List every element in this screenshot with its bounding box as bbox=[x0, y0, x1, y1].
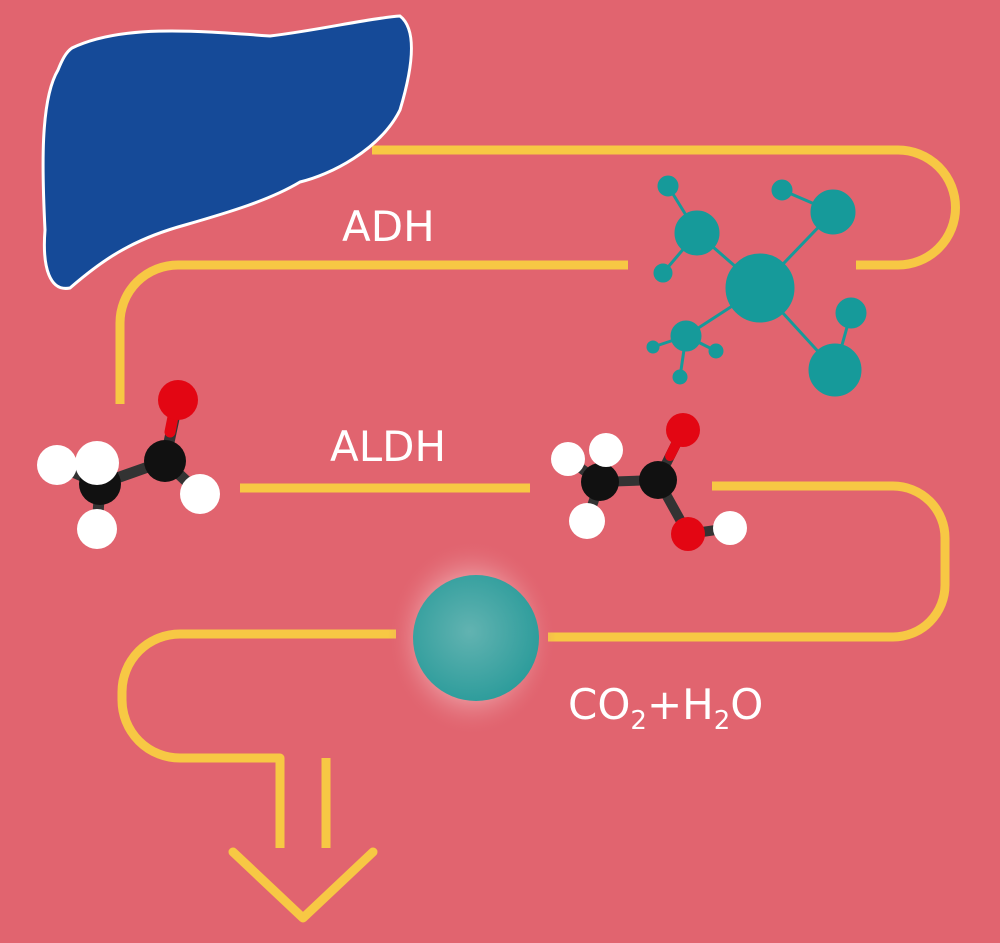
adh-label: ADH bbox=[342, 202, 435, 251]
enzyme-molecule-icon bbox=[646, 175, 867, 397]
glowing-sphere-icon bbox=[388, 540, 556, 736]
product-subscript-2b: 2 bbox=[713, 706, 731, 736]
product-plus-h: +H bbox=[646, 680, 714, 729]
aldh-label: ALDH bbox=[330, 422, 447, 471]
product-o: O bbox=[730, 680, 764, 729]
product-subscript-2: 2 bbox=[630, 706, 647, 736]
acetic-acid-molecule-icon bbox=[551, 413, 747, 551]
pathway-line bbox=[115, 145, 960, 848]
acetaldehyde-molecule-icon bbox=[37, 380, 220, 549]
down-arrow-icon bbox=[228, 847, 378, 923]
product-co: CO bbox=[568, 680, 631, 729]
product-label: CO2+H2O bbox=[568, 684, 763, 735]
liver-icon bbox=[41, 14, 413, 290]
